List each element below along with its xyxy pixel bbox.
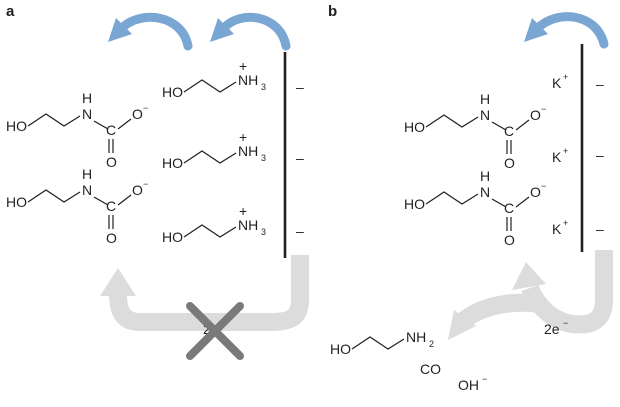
panel-label-a: a: [6, 3, 15, 20]
svg-text:2e: 2e: [544, 321, 560, 337]
two-electron-label: 2e −: [544, 318, 568, 337]
svg-text:+: +: [563, 72, 568, 82]
svg-text:+: +: [563, 218, 568, 228]
hydroxide-label: OH −: [458, 374, 487, 393]
gray-loop-arrow-icon: [448, 250, 613, 340]
svg-text:K: K: [552, 149, 562, 165]
potassium-ion: K +: [552, 218, 568, 237]
minus-sign: –: [296, 79, 304, 95]
gray-loop-arrow-icon: [100, 255, 309, 331]
carbamate-molecule: [403, 167, 547, 249]
ammonium-molecule: [161, 57, 267, 101]
svg-text:NH: NH: [406, 329, 426, 345]
potassium-ion: K +: [552, 146, 568, 165]
svg-text:K: K: [552, 75, 562, 91]
carbamate-molecule: [5, 89, 149, 171]
ethanolamine-molecule: HO NH 2: [330, 329, 434, 357]
ammonium-molecule: [161, 202, 267, 246]
minus-sign: –: [596, 147, 604, 163]
blue-curved-arrow-icon: [108, 12, 193, 51]
blue-curved-arrow-icon: [524, 12, 609, 49]
svg-text:K: K: [552, 221, 562, 237]
carbamate-molecule: [5, 165, 149, 247]
minus-sign: –: [296, 150, 304, 166]
svg-text:2: 2: [429, 339, 434, 349]
cross-mark-icon: [186, 302, 244, 360]
svg-text:−: −: [482, 374, 487, 384]
blue-curved-arrow-icon: [210, 12, 291, 51]
potassium-ion: K +: [552, 72, 568, 91]
svg-text:−: −: [563, 318, 568, 328]
minus-sign: –: [296, 223, 304, 239]
carbamate-molecule: [403, 90, 547, 172]
panel-label-b: b: [328, 3, 337, 20]
co-label: CO: [420, 361, 441, 377]
svg-text:+: +: [563, 146, 568, 156]
ammonium-molecule: [161, 128, 267, 172]
svg-text:HO: HO: [330, 341, 351, 357]
minus-sign: –: [596, 221, 604, 237]
minus-sign: –: [596, 76, 604, 92]
svg-text:OH: OH: [458, 377, 479, 393]
